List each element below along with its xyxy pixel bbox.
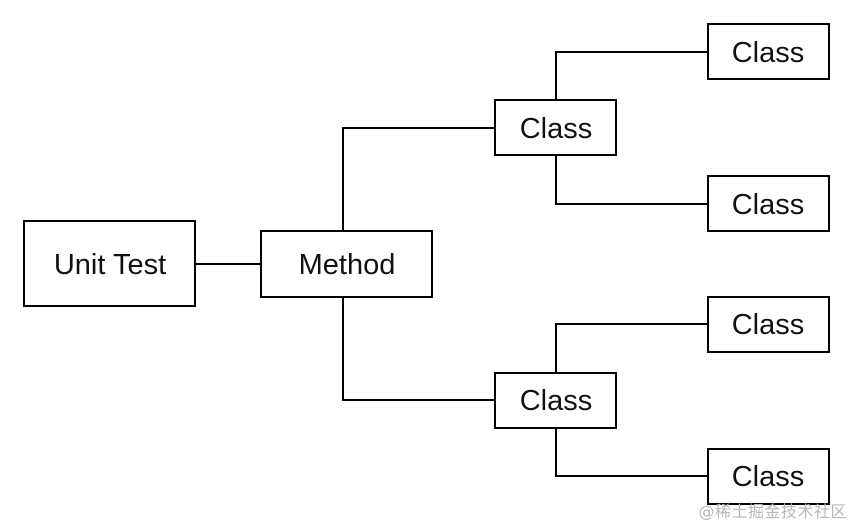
node-unit-test-label: Unit Test — [54, 249, 166, 281]
node-class-upper: Class — [494, 99, 617, 156]
edge-class-lower-to-lower-top — [555, 323, 708, 373]
node-class-lower-top-label: Class — [732, 309, 805, 341]
node-class-upper-label: Class — [520, 113, 593, 145]
connectors — [195, 51, 708, 477]
edge-method-to-class-lower — [342, 297, 495, 401]
edge-class-lower-to-lower-bottom — [555, 427, 708, 477]
node-method: Method — [260, 230, 433, 298]
node-class-lower-top: Class — [707, 296, 830, 353]
edge-method-to-class-upper — [342, 127, 495, 231]
node-class-lower-label: Class — [520, 385, 593, 417]
node-method-label: Method — [299, 249, 396, 281]
edge-class-upper-to-upper-bottom — [555, 155, 708, 205]
node-class-upper-top: Class — [707, 23, 830, 80]
node-class-lower: Class — [494, 372, 617, 429]
edge-class-upper-to-upper-top — [555, 51, 708, 100]
watermark: @稀土掘金技术社区 — [698, 502, 847, 521]
node-class-lower-bottom-label: Class — [732, 461, 805, 493]
node-unit-test: Unit Test — [23, 220, 196, 307]
node-class-upper-bottom: Class — [707, 175, 830, 232]
node-class-upper-top-label: Class — [732, 37, 805, 69]
node-class-lower-bottom: Class — [707, 448, 830, 505]
node-class-upper-bottom-label: Class — [732, 189, 805, 221]
